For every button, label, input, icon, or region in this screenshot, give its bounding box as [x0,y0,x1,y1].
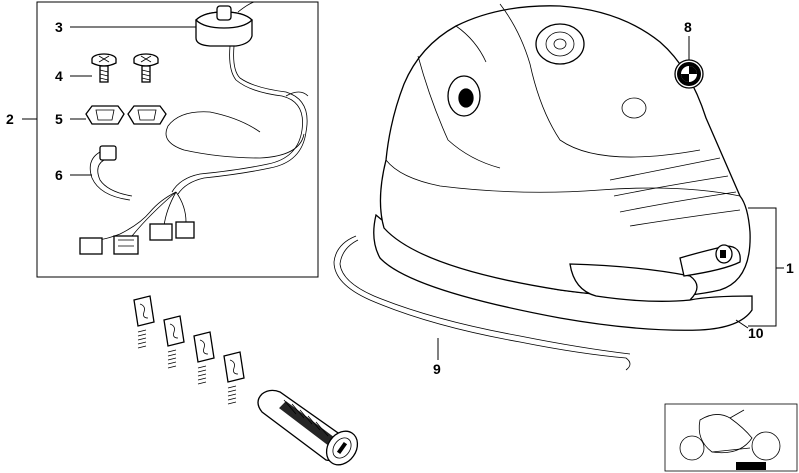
kit-frame [36,1,319,278]
callout-1: 1 [786,260,794,276]
lock-tumblers[interactable] [133,295,245,405]
part-1-tank-cover[interactable] [373,3,753,331]
motorcycle-thumbnail-icon [664,403,798,472]
callout-9: 9 [433,361,441,377]
part-6-strap[interactable] [89,145,133,201]
part-9-seal[interactable] [333,235,631,371]
wire-harness[interactable] [79,191,195,255]
callout-2: 2 [6,111,14,127]
part-5-clips[interactable] [85,105,167,125]
callout-4: 4 [55,68,63,84]
bmw-roundel-icon[interactable] [674,59,704,89]
part-4-screws[interactable] [91,53,159,83]
callout-5: 5 [55,111,63,127]
callout-8: 8 [684,19,692,35]
leader-10 [735,319,749,329]
leader-1 [748,207,777,327]
callout-6: 6 [55,167,63,183]
lock-cylinder[interactable] [257,389,364,470]
callout-10: 10 [748,325,764,341]
part-3-switch[interactable] [165,1,309,195]
callout-3: 3 [55,19,63,35]
